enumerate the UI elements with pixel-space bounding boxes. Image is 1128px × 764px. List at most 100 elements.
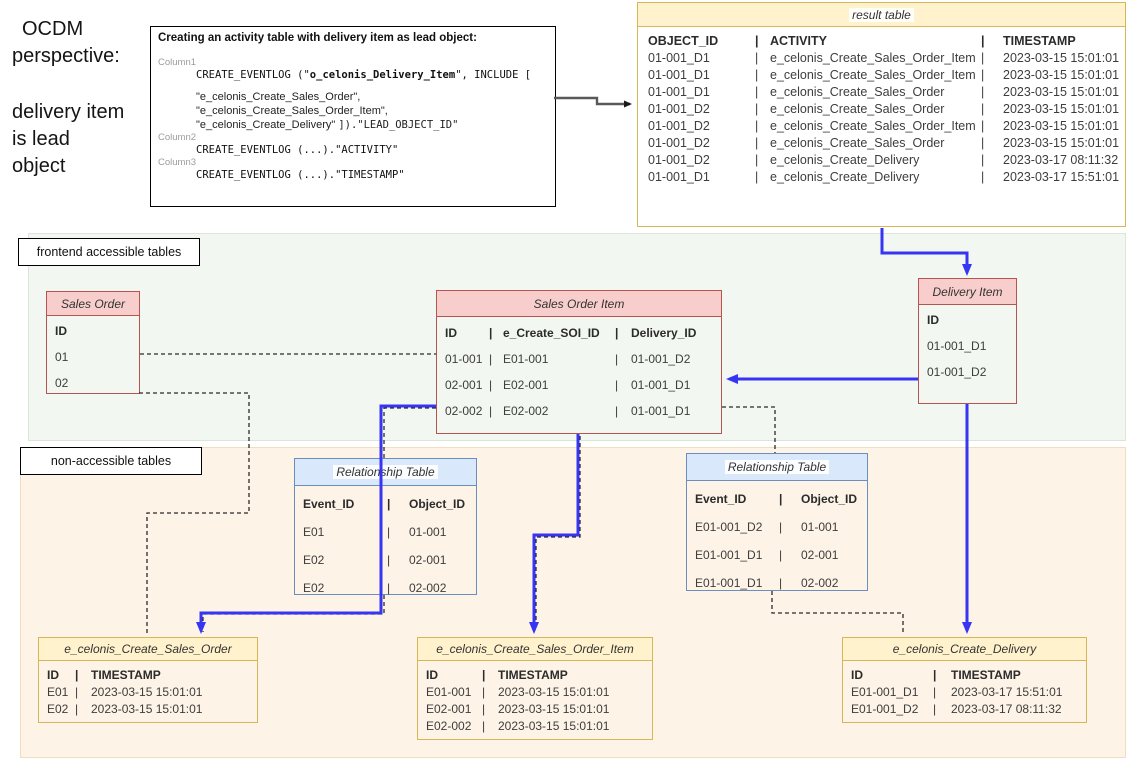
cell: E02-001 [503, 378, 549, 392]
column2-label: Column2 [158, 132, 197, 143]
event-table-title: e_celonis_Create_Sales_Order [39, 638, 257, 661]
event-table-title: e_celonis_Create_Sales_Order_Item [418, 638, 652, 661]
column-separator: | [755, 67, 759, 82]
cell: 2023-03-15 15:01:01 [91, 684, 203, 699]
cell: E01-001_D2 [695, 520, 763, 534]
table-row: 01-001_D2|e_celonis_Create_Delivery|2023… [648, 151, 1125, 168]
cell: e_celonis_Create_Sales_Order [770, 135, 945, 150]
cell: e_celonis_Create_Delivery [770, 169, 920, 184]
column-header: ID [445, 326, 457, 340]
result-table-title: result table [638, 3, 1125, 27]
cell: 01-001 [409, 525, 447, 539]
note-line: OCDM [22, 18, 84, 40]
sales-order-item-table: Sales Order Item ID|e_Create_SOI_ID|Deli… [436, 290, 722, 434]
column-separator: | [75, 667, 79, 682]
column-header: Object_ID [801, 492, 858, 506]
column-separator: | [482, 684, 486, 699]
column-separator: | [755, 135, 759, 150]
note-spacer [12, 70, 124, 99]
table-row: 02-002|E02-002|01-001_D1 [445, 398, 721, 424]
cell: 02-001 [801, 548, 839, 562]
column-separator: | [482, 718, 486, 733]
column-header: ID [55, 324, 67, 338]
column-separator: | [933, 701, 937, 716]
cell: E01-001_D1 [695, 576, 763, 590]
cell: 01-001_D2 [631, 352, 691, 366]
frontend-accessible-label: frontend accessible tables [18, 238, 200, 266]
cell: e_celonis_Create_Sales_Order [770, 84, 945, 99]
result-table: result table OBJECT_ID|ACTIVITY|TIMESTAM… [637, 2, 1126, 227]
table-row: 01-001_D1|e_celonis_Create_Delivery|2023… [648, 168, 1125, 185]
cell: 01-001_D2 [648, 152, 710, 167]
cell: 2023-03-15 15:01:01 [1003, 67, 1120, 82]
column-header: TIMESTAMP [951, 667, 1021, 682]
code-box-title: Creating an activity table with delivery… [158, 32, 477, 44]
cell: E01 [303, 525, 325, 539]
column-separator: | [615, 352, 619, 366]
cell: 2023-03-17 15:51:01 [1003, 169, 1120, 184]
column-header: Event_ID [695, 492, 747, 506]
cell: 01-001_D1 [648, 84, 710, 99]
column-separator: | [755, 84, 759, 99]
code-include-line: "e_celonis_Create_Sales_Order", [196, 91, 361, 103]
table-row: 01-001_D1|e_celonis_Create_Sales_Order|2… [648, 83, 1125, 100]
event-table-create-sales-order: e_celonis_Create_Sales_Order ID|TIMESTAM… [38, 637, 258, 723]
code-box: Creating an activity table with delivery… [150, 26, 556, 207]
table-row: E02|2023-03-15 15:01:01 [47, 700, 257, 717]
cell: E02 [303, 553, 325, 567]
cell: E01-001 [503, 352, 549, 366]
code-include-line: "e_celonis_Create_Delivery" ])."LEAD_OBJ… [196, 119, 459, 131]
cell: E01-001 [426, 684, 472, 699]
cell: 2023-03-15 15:01:01 [1003, 135, 1120, 150]
table-row: E01|2023-03-15 15:01:01 [47, 683, 257, 700]
column-separator: | [981, 152, 985, 167]
code-line-activity: CREATE_EVENTLOG (...)."ACTIVITY" [196, 144, 399, 156]
column-separator: | [981, 84, 985, 99]
table-header-row: ID|TIMESTAMP [851, 666, 1086, 683]
cell: 2023-03-17 08:11:32 [951, 701, 1062, 716]
table-row: E01-001_D2 | 2023-03-17 08:11:32 [851, 700, 1086, 717]
column-header: ID [927, 313, 939, 327]
column-separator: | [981, 33, 985, 48]
event-table-create-sales-order-item: e_celonis_Create_Sales_Order_Item ID | TIM… [417, 637, 653, 740]
table-row: E02 | 02-001 [303, 546, 476, 574]
column-header: ID [851, 667, 863, 682]
table-row: E02-002|2023-03-15 15:01:01 [426, 717, 652, 734]
cell: e_celonis_Create_Sales_Order_Item [770, 118, 976, 133]
column-header: TIMESTAMP [498, 667, 568, 682]
cell: e_celonis_Create_Sales_Order [770, 101, 945, 116]
column-separator: | [981, 135, 985, 150]
table-header-row: ID|e_Create_SOI_ID|Delivery_ID [445, 320, 721, 346]
column-separator: | [489, 378, 493, 392]
cell: E01 [47, 684, 69, 699]
cell: 01-001_D1 [648, 50, 710, 65]
table-row: 01-001_D2|e_celonis_Create_Sales_Order|2… [648, 100, 1125, 117]
cell: 02-002 [445, 404, 483, 418]
column-header: ID [426, 667, 438, 682]
cell: 02-001 [445, 378, 483, 392]
cell: 2023-03-17 08:11:32 [1003, 152, 1119, 167]
note-line: object [12, 155, 66, 177]
column-separator: | [615, 326, 619, 340]
cell: 01-001_D1 [631, 404, 691, 418]
relationship-table-left: Relationship Table Event_ID|Object_ID E0… [294, 458, 477, 595]
table-row: E01-001_D1|2023-03-17 15:51:01 [851, 683, 1086, 700]
column-separator: | [387, 553, 391, 567]
table-header-row: ID|TIMESTAMP [47, 666, 257, 683]
column-separator: | [933, 684, 937, 699]
cell: 02-001 [409, 553, 447, 567]
cell: e_celonis_Create_Sales_Order_Item [770, 67, 976, 82]
table-row: E02|02-002 [303, 574, 476, 602]
cell: 2023-03-15 15:01:01 [498, 701, 610, 716]
cell: 2023-03-15 15:01:01 [1003, 50, 1120, 65]
note-line: perspective: [12, 45, 120, 67]
result-table-header-row: OBJECT_ID|ACTIVITY|TIMESTAMP [648, 32, 1125, 49]
table-row: 01-001_D2|e_celonis_Create_Sales_Order_I… [648, 117, 1125, 134]
sales-order-title: Sales Order [47, 292, 139, 316]
table-row: 02-001|E02-001|01-001_D1 [445, 372, 721, 398]
cell: E01-001_D2 [851, 701, 919, 716]
table-row: E01-001_D2|01-001 [695, 513, 867, 541]
column-separator: | [755, 101, 759, 116]
cell: 01-001_D2 [648, 118, 710, 133]
